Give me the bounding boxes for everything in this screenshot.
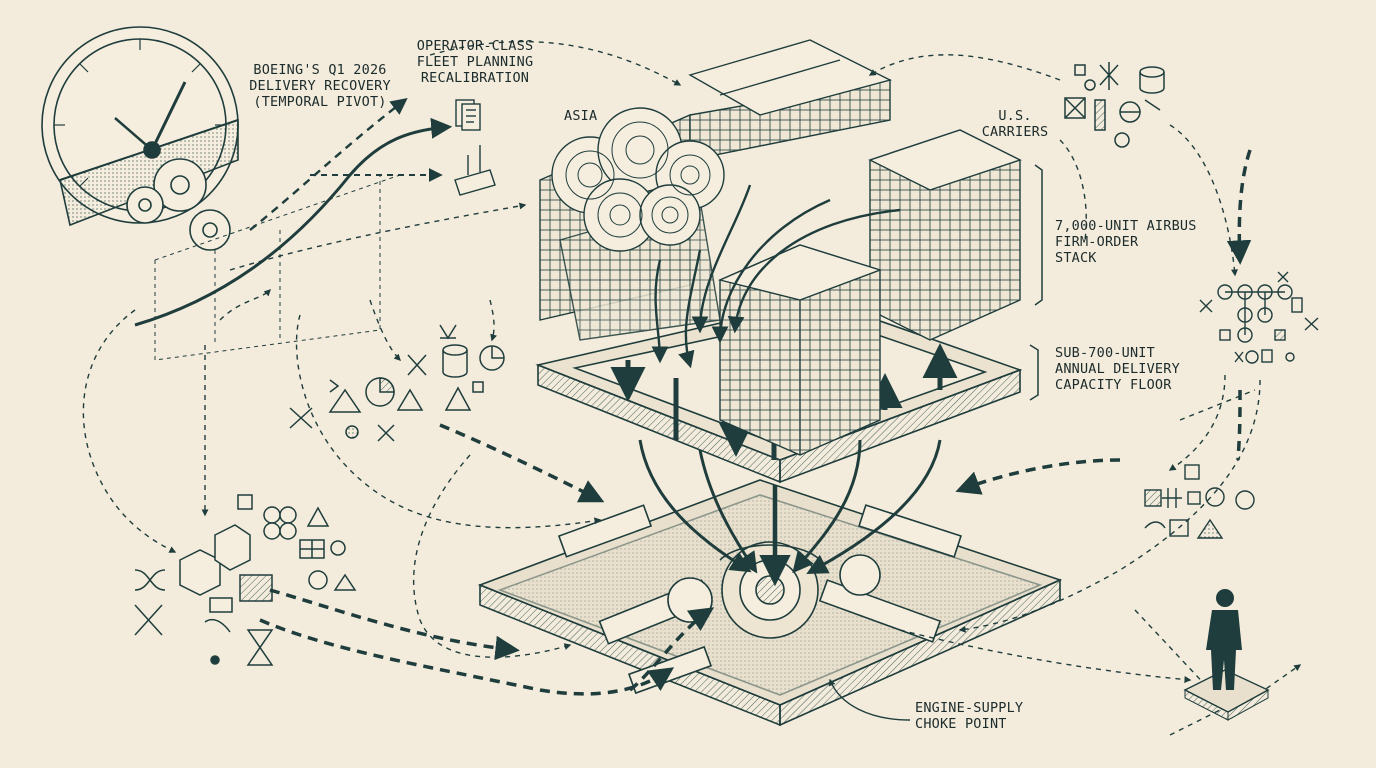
firm-order-stack — [539, 39, 1022, 456]
funnel-arrows — [638, 439, 942, 587]
engine-choke-label: ENGINE-SUPPLY CHOKE POINT — [915, 700, 1024, 732]
engine-platform — [477, 479, 1063, 727]
label-brackets — [1029, 164, 1043, 401]
symbol-cluster-top-right — [1064, 62, 1165, 148]
observer-figure-icon — [1183, 589, 1270, 721]
recovery-curve — [134, 97, 453, 361]
symbol-cluster-left — [289, 324, 505, 442]
symbol-cluster-bottom-left — [134, 494, 357, 666]
boeing-recovery-label: BOEING'S Q1 2026 DELIVERY RECOVERY (TEMP… — [249, 62, 391, 110]
planning-document-icon — [454, 99, 496, 196]
clock-gear-icon — [41, 26, 239, 251]
us-carriers-label: U.S. CARRIERS — [981, 108, 1049, 140]
airbus-stack-label: 7,000-UNIT AIRBUS FIRM-ORDER STACK — [1055, 218, 1197, 266]
symbol-cluster-network — [1199, 271, 1319, 364]
asia-label: ASIA — [564, 108, 598, 124]
capacity-floor-label: SUB-700-UNIT ANNUAL DELIVERY CAPACITY FL… — [1055, 345, 1180, 393]
symbol-cluster-right-lower — [1144, 464, 1255, 539]
bold-dashed-arrows — [259, 149, 1252, 696]
operator-recalibration-label: OPERATOR-CLASS FLEET PLANNING RECALIBRAT… — [416, 38, 534, 86]
